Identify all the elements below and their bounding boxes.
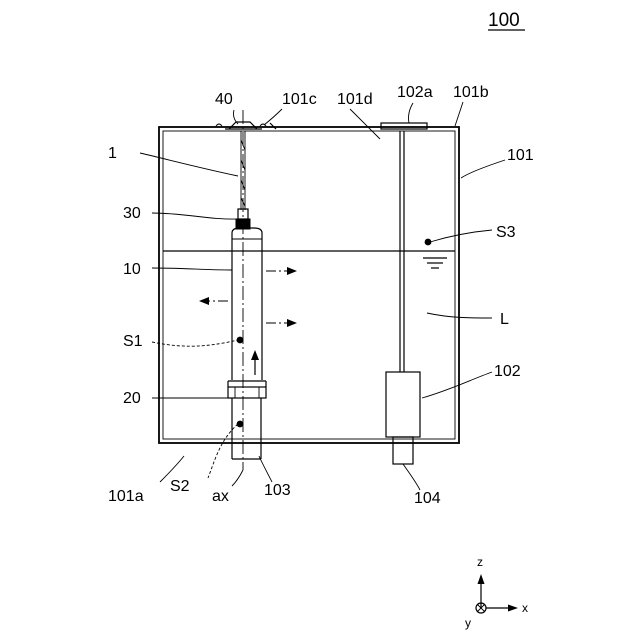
tank-101 bbox=[159, 127, 459, 443]
figure-number: 100 bbox=[488, 10, 520, 31]
pipe-103 bbox=[232, 398, 261, 459]
label-101: 101 bbox=[507, 147, 534, 164]
water-level-symbol bbox=[423, 258, 447, 268]
label-101b: 101b bbox=[453, 84, 489, 101]
axis-label-z: z bbox=[477, 555, 483, 569]
label-101c: 101c bbox=[282, 91, 317, 108]
axis-label-y: y bbox=[465, 616, 471, 630]
label-1: 1 bbox=[108, 145, 117, 162]
cylinder-10 bbox=[228, 228, 266, 387]
label-s3: S3 bbox=[496, 224, 516, 241]
base-20 bbox=[228, 387, 266, 398]
coordinate-axes: z y x bbox=[465, 555, 528, 630]
label-s2: S2 bbox=[170, 478, 190, 495]
label-102: 102 bbox=[494, 363, 521, 380]
outlet-104 bbox=[393, 437, 413, 464]
leader-lines bbox=[140, 102, 505, 490]
label-ax: ax bbox=[212, 488, 229, 505]
lid-102a bbox=[381, 123, 427, 129]
label-20: 20 bbox=[123, 390, 141, 407]
upflow-arrow bbox=[251, 350, 259, 375]
axis-label-x: x bbox=[522, 601, 528, 615]
label-40: 40 bbox=[215, 91, 233, 108]
label-101a: 101a bbox=[108, 488, 144, 505]
device-102 bbox=[386, 372, 420, 437]
label-101d: 101d bbox=[337, 91, 373, 108]
label-104: 104 bbox=[414, 490, 441, 507]
label-103: 103 bbox=[264, 482, 291, 499]
label-10: 10 bbox=[123, 261, 141, 278]
outflow-arrows bbox=[199, 267, 297, 327]
label-s1: S1 bbox=[123, 333, 143, 350]
label-30: 30 bbox=[123, 205, 141, 222]
label-102a: 102a bbox=[397, 84, 433, 101]
tank-outer-wall bbox=[159, 127, 459, 443]
tank-inner-wall bbox=[163, 131, 455, 439]
label-l: L bbox=[500, 311, 509, 328]
